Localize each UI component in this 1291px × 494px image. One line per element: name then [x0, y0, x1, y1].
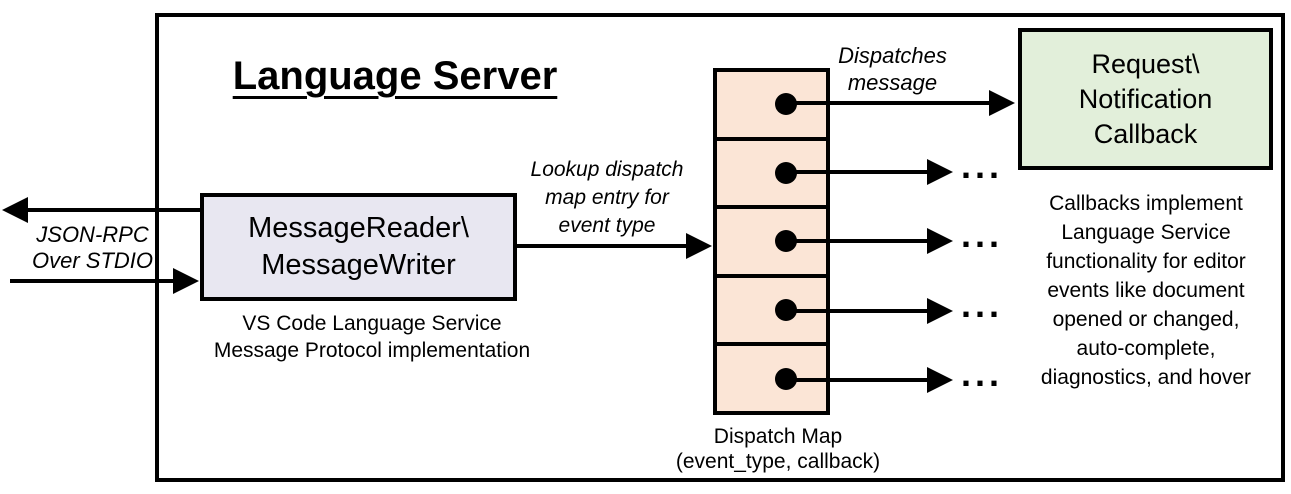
- arrow-line: [517, 244, 687, 248]
- arrow-line: [786, 309, 928, 313]
- arrow-line: [786, 239, 928, 243]
- arrow-head-right-icon: [686, 233, 712, 259]
- request-notification-callback-box: Request\ Notification Callback: [1018, 28, 1273, 170]
- arrow-head-left-icon: [2, 197, 28, 223]
- arrow-line: [10, 279, 174, 283]
- message-io-caption: VS Code Language Service Message Protoco…: [213, 312, 531, 362]
- ellipsis: ...: [961, 284, 1004, 325]
- ellipsis: ...: [961, 145, 1004, 186]
- arrow-head-right-icon: [173, 268, 199, 294]
- ellipsis: ...: [961, 353, 1004, 394]
- lookup-dispatch-annotation: Lookup dispatch map entry for event type: [530, 158, 684, 237]
- arrow-head-right-icon: [927, 298, 953, 324]
- dispatch-map-caption: Dispatch Map (event_type, callback): [675, 425, 881, 473]
- ellipsis: ...: [961, 214, 1004, 255]
- dispatch-map-cell: [717, 273, 826, 343]
- callbacks-note: Callbacks implement Language Service fun…: [1040, 192, 1252, 389]
- arrow-line: [786, 101, 990, 105]
- arrow-head-right-icon: [927, 367, 953, 393]
- json-rpc-over-stdio-label: JSON-RPC Over STDIO: [31, 222, 153, 273]
- diagram-title: Language Server: [232, 54, 558, 98]
- message-reader-writer-box: MessageReader\ MessageWriter: [200, 193, 517, 301]
- dispatches-message-annotation: Dispatches message: [838, 43, 947, 95]
- arrow-line: [786, 170, 928, 174]
- arrow-line: [786, 378, 928, 382]
- arrow-head-right-icon: [927, 228, 953, 254]
- arrow-head-right-icon: [927, 159, 953, 185]
- arrow-head-right-icon: [989, 90, 1015, 116]
- arrow-line: [26, 208, 200, 212]
- dispatch-map-cell: [717, 342, 826, 411]
